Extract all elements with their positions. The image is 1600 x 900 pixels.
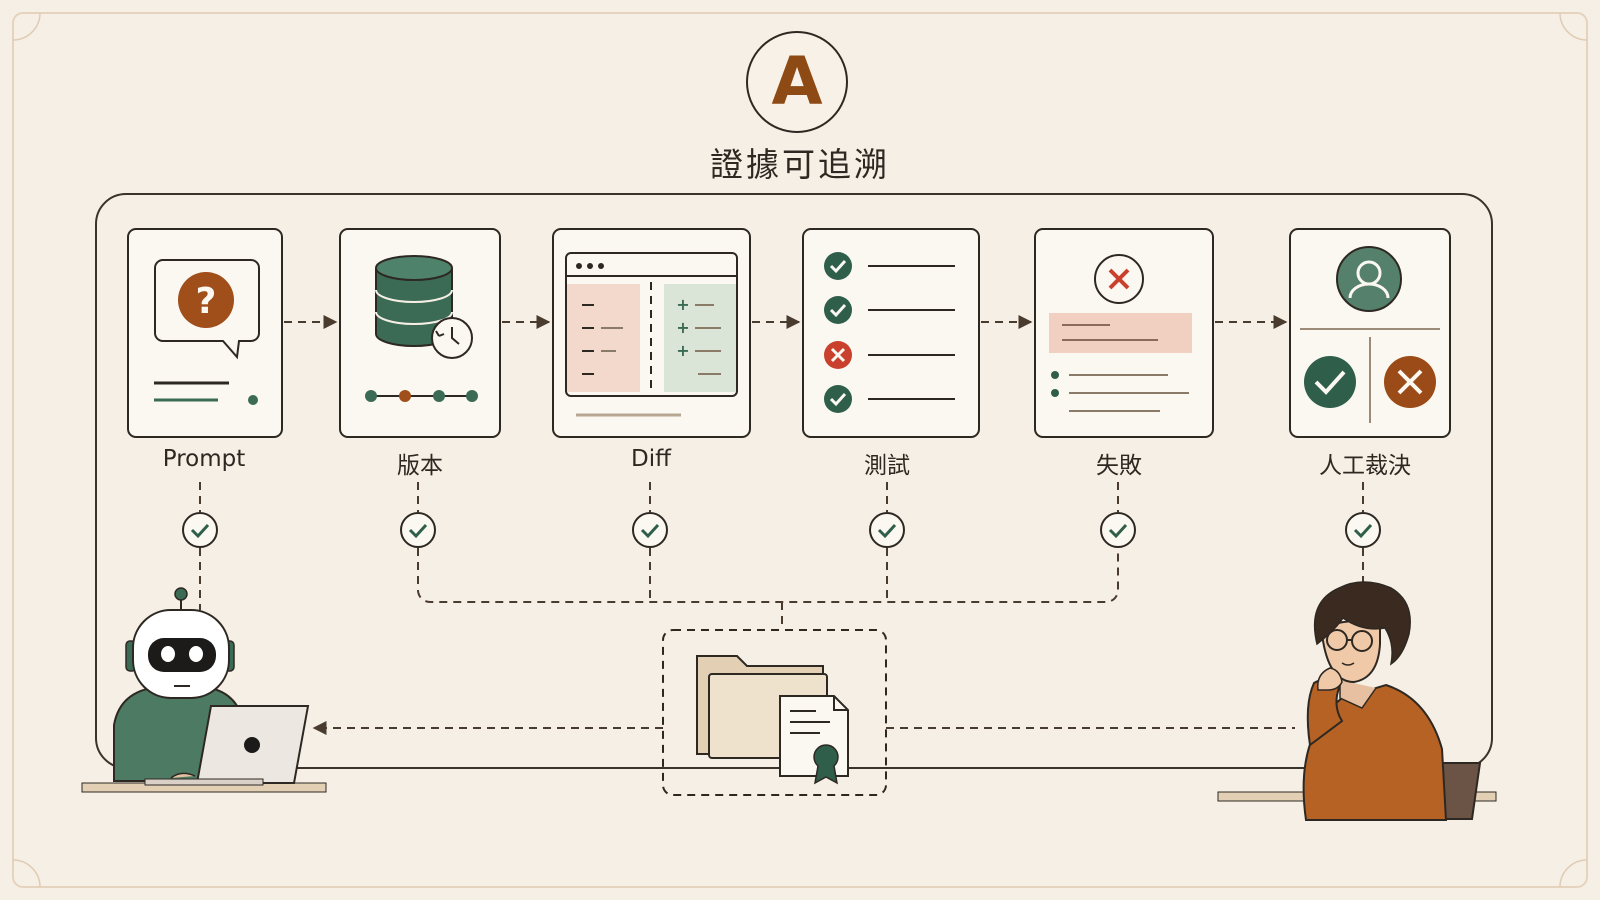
database-icon: [375, 255, 453, 347]
card-human-verdict: [1289, 228, 1451, 438]
check-icon: [1345, 512, 1381, 548]
question-icon: [178, 272, 234, 328]
check-icon: [869, 512, 905, 548]
page-border: [12, 12, 1588, 888]
card-failure: [1034, 228, 1214, 438]
card-prompt: ?: [127, 228, 283, 438]
page-title: 證據可追溯: [710, 145, 890, 184]
check-icon: [632, 512, 668, 548]
evidence-links: [199, 482, 1364, 735]
check-icon: [824, 385, 852, 413]
laptop-icon: [144, 705, 310, 786]
evidence-archive: [662, 629, 887, 796]
step-label-prompt: Prompt: [162, 446, 246, 472]
svg-text:+: +: [676, 318, 689, 337]
diff-window-icon: + + +: [565, 252, 738, 397]
step-label-tests: 測試: [864, 453, 910, 479]
corner-ornaments: [12, 12, 1588, 888]
check-icon: [824, 252, 852, 280]
cross-icon: [1094, 254, 1144, 304]
check-icon: [400, 512, 436, 548]
person-reviewer: [1217, 581, 1497, 821]
svg-text:+: +: [676, 295, 689, 314]
certificate-icon: [779, 695, 849, 785]
step-label-diff: Diff: [631, 446, 671, 472]
user-icon: [1336, 246, 1402, 312]
svg-text:?: ?: [196, 281, 217, 322]
cross-icon: [824, 341, 852, 369]
check-icon: [1304, 356, 1356, 408]
check-icon: [824, 296, 852, 324]
card-tests: [802, 228, 980, 438]
svg-text:+: +: [676, 341, 689, 360]
step-label-version: 版本: [397, 453, 443, 479]
cross-icon: [1384, 356, 1436, 408]
check-icon: [182, 512, 218, 548]
badge-letter: A: [771, 43, 823, 120]
step-label-failure: 失敗: [1096, 453, 1142, 479]
history-icon: [431, 317, 473, 359]
evidence-checks: [182, 512, 1381, 548]
step-label-human-verdict: 人工裁決: [1319, 453, 1411, 479]
card-diff: + + +: [552, 228, 751, 438]
check-icon: [1100, 512, 1136, 548]
card-version: [339, 228, 501, 438]
header-badge: A: [746, 31, 848, 133]
robot-agent: [81, 587, 327, 793]
